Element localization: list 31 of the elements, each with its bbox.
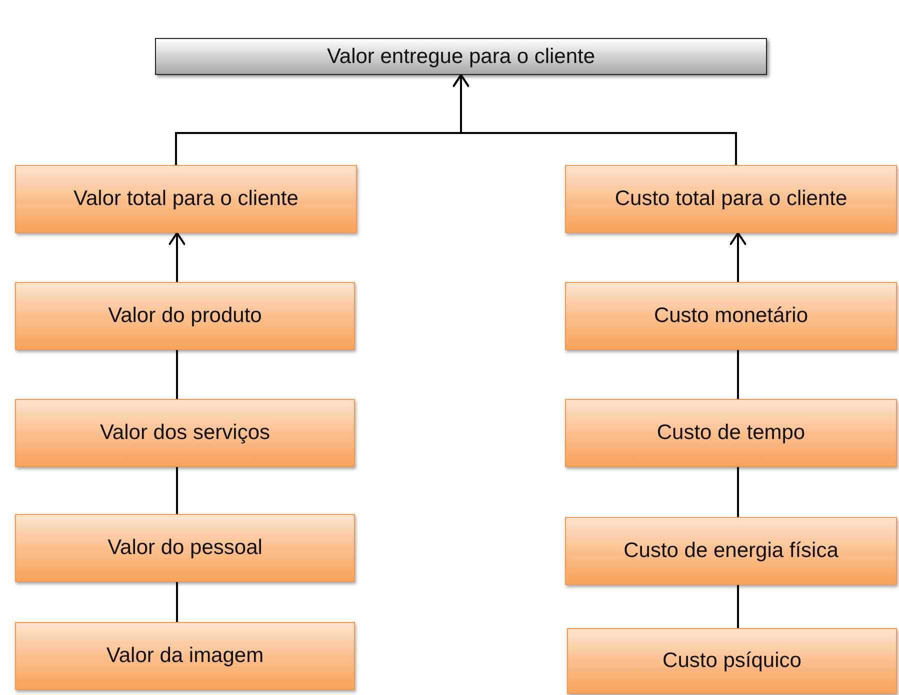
component-box <box>15 282 355 350</box>
component-box <box>565 282 897 350</box>
connector-line <box>176 582 178 622</box>
connector-line <box>737 350 739 399</box>
component-box <box>567 628 897 694</box>
connector-line <box>176 467 178 514</box>
component-box <box>565 517 897 585</box>
box-label: Valor do produto <box>108 304 262 328</box>
box-label: Valor entregue para o cliente <box>326 44 596 68</box>
component-box <box>15 514 355 582</box>
component-box <box>15 165 357 233</box>
box-label: Custo total para o cliente <box>614 187 848 211</box>
component-box <box>565 165 897 233</box>
connector-line <box>168 232 186 282</box>
component-box <box>15 399 355 467</box>
box-label: Valor total para o cliente <box>74 187 298 211</box>
result-box <box>155 38 767 75</box>
connector-line <box>737 585 739 628</box>
box-label: Valor dos serviços <box>100 421 270 445</box>
connector-line <box>729 232 747 282</box>
box-label: Custo de tempo <box>656 421 806 445</box>
connector-line <box>176 350 178 399</box>
component-box <box>15 622 355 690</box>
component-box <box>565 399 897 467</box>
box-label: Valor da imagem <box>106 644 264 668</box>
box-label: Valor do pessoal <box>108 536 262 560</box>
box-label: Custo psíquico <box>662 649 802 673</box>
box-label: Custo monetário <box>654 304 808 328</box>
connector-line <box>737 467 739 517</box>
box-label: Custo de energia física <box>624 539 838 563</box>
connector-line <box>452 74 737 165</box>
